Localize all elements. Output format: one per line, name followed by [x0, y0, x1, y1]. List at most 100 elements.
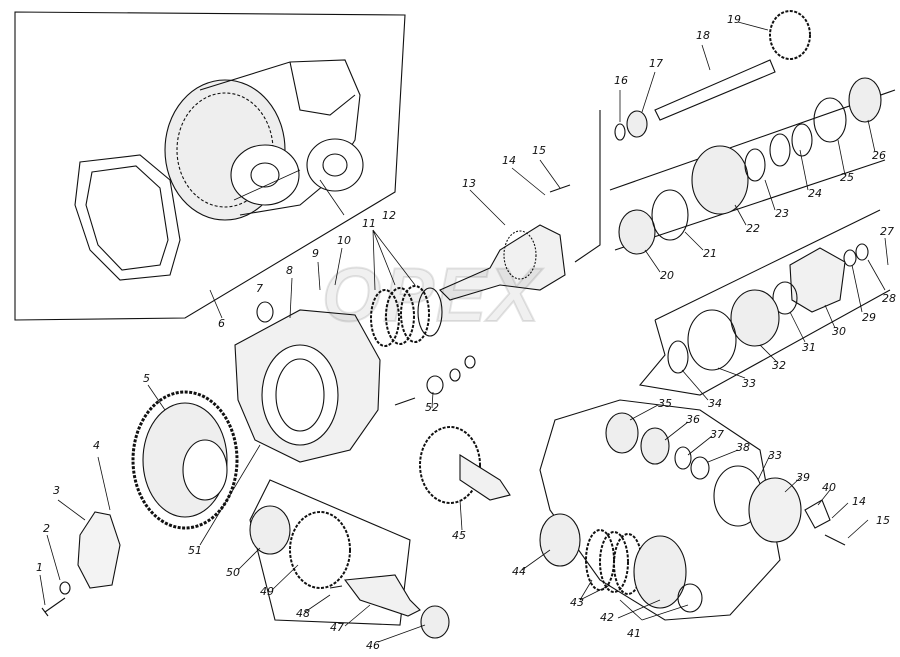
cover-39	[748, 477, 802, 543]
bolt-15b	[824, 534, 846, 546]
key-48	[329, 585, 343, 589]
bearing-35	[605, 412, 639, 454]
part-label-14-lower: 14	[852, 495, 866, 508]
gasket	[74, 154, 181, 281]
part-label-7: 7	[256, 282, 263, 295]
part-label-13: 13	[462, 177, 476, 190]
part-label-27: 27	[880, 225, 894, 238]
part-label-43: 43	[570, 596, 584, 609]
part-label-19: 19	[727, 13, 741, 26]
gasket-33	[687, 309, 737, 371]
bearing-41	[677, 583, 703, 613]
ring-24b	[791, 123, 813, 157]
part-label-33-lower: 33	[768, 449, 782, 462]
part-label-4: 4	[93, 439, 100, 452]
part-label-28: 28	[882, 292, 896, 305]
pinion-47	[343, 574, 421, 617]
bearing-36	[640, 427, 670, 465]
washer-37	[674, 446, 692, 470]
ring-23	[744, 148, 766, 182]
part-label-50: 50	[226, 566, 240, 579]
watermark-logo: OPEX	[321, 252, 542, 339]
part-label-15-lower: 15	[876, 514, 890, 527]
part-label-16: 16	[614, 74, 628, 87]
part-label-2: 2	[43, 522, 50, 535]
part-label-31: 31	[802, 341, 816, 354]
bracket-40	[804, 499, 831, 529]
part-label-51: 51	[188, 544, 202, 557]
part-label-30: 30	[832, 325, 846, 338]
part-label-6: 6	[218, 317, 225, 330]
bearing-46	[420, 605, 450, 639]
part-label-35: 35	[658, 397, 672, 410]
part-label-36: 36	[686, 413, 700, 426]
part-label-32: 32	[772, 359, 786, 372]
cover-30	[789, 247, 846, 313]
part-label-24: 24	[808, 187, 822, 200]
part-label-17: 17	[649, 57, 663, 70]
part-label-40: 40	[822, 481, 836, 494]
seal-31	[772, 281, 798, 315]
bearing-20	[618, 209, 656, 255]
part-label-47: 47	[330, 621, 344, 634]
bearing-cap	[77, 511, 121, 589]
stud	[394, 397, 416, 406]
leader-lines	[39, 21, 889, 643]
housing-22	[691, 145, 749, 215]
clutch-discs	[370, 285, 443, 347]
part-label-44: 44	[512, 565, 526, 578]
clutch-pack-43	[585, 529, 643, 595]
upper-right-frame	[574, 89, 896, 263]
part-label-21: 21	[703, 247, 717, 260]
nut-small	[449, 368, 461, 382]
part-label-52: 52	[425, 401, 439, 414]
bearing-17	[626, 110, 648, 138]
part-label-11: 11	[362, 217, 376, 230]
ring-gear	[131, 390, 239, 530]
assembly-frame	[14, 11, 406, 321]
lower-right-frame	[539, 399, 781, 621]
part-label-3: 3	[53, 484, 60, 497]
part-label-22: 22	[746, 222, 760, 235]
nut-52	[426, 375, 444, 395]
part-label-42: 42	[600, 611, 614, 624]
seal-7	[256, 301, 274, 323]
part-label-41: 41	[627, 627, 641, 640]
bearing-50	[249, 505, 291, 555]
race-21	[651, 189, 689, 241]
part-label-15-top: 15	[532, 144, 546, 157]
part-label-1: 1	[36, 561, 43, 574]
nut-small-2	[464, 355, 476, 369]
part-label-33-upper: 33	[742, 377, 756, 390]
part-label-45: 45	[452, 529, 466, 542]
gear-group-frame	[249, 479, 411, 626]
bearing-44	[539, 513, 581, 567]
part-label-39: 39	[796, 471, 810, 484]
part-label-9: 9	[312, 247, 319, 260]
nut-28	[855, 243, 869, 261]
nut-38	[690, 456, 710, 480]
gear-49	[289, 511, 351, 589]
bolt-15a	[549, 184, 571, 193]
part-label-12: 12	[382, 209, 396, 222]
bearing-26	[848, 77, 882, 123]
washer-2	[59, 581, 71, 595]
part-label-26: 26	[872, 149, 886, 162]
flange-32	[730, 289, 780, 347]
part-label-25: 25	[840, 171, 854, 184]
washer-29	[843, 249, 857, 267]
part-label-29: 29	[862, 311, 876, 324]
part-label-46: 46	[366, 639, 380, 652]
part-label-37: 37	[710, 428, 724, 441]
part-label-48: 48	[296, 607, 310, 620]
bolt-1	[41, 597, 66, 617]
assembled-housing	[164, 59, 364, 221]
shim-34	[667, 340, 689, 374]
part-label-8: 8	[286, 264, 293, 277]
side-gear	[419, 426, 511, 504]
part-label-38: 38	[736, 441, 750, 454]
housing-42	[633, 535, 687, 609]
ring-24a	[769, 133, 791, 167]
